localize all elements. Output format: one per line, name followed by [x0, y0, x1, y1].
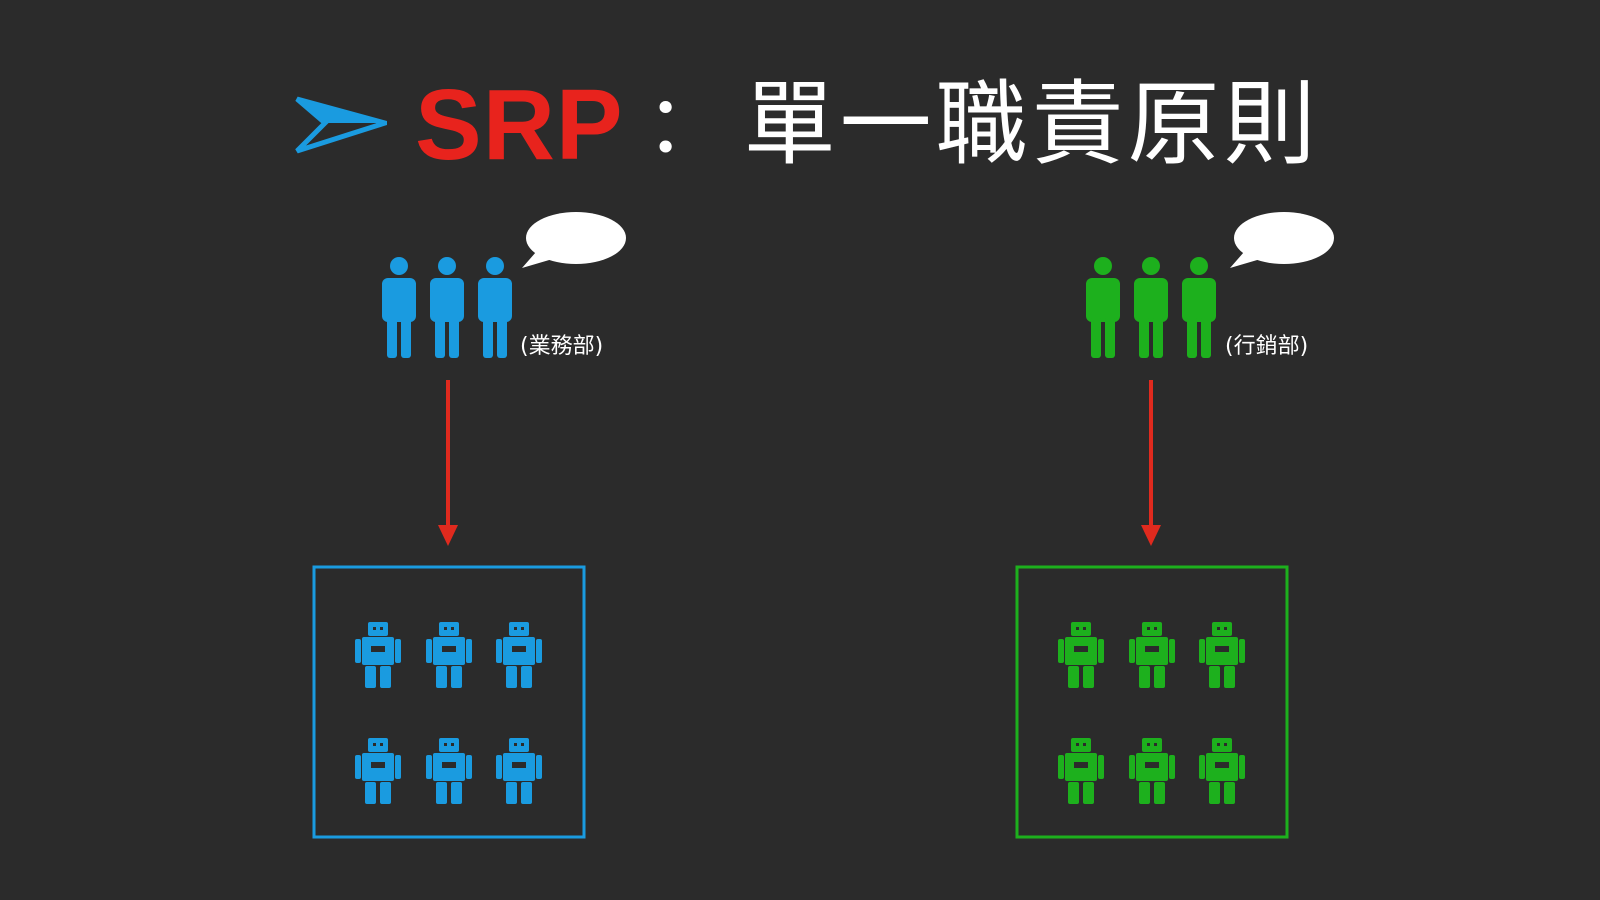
- paper-plane-arrow-icon: [295, 96, 387, 154]
- title-text: 單一職責原則: [743, 71, 1320, 178]
- robot-icon: [1129, 738, 1175, 804]
- robot-team-box-sales: [312, 565, 586, 839]
- dept-label-sales: (業務部): [520, 334, 604, 359]
- robot-icon: [1058, 738, 1104, 804]
- people-group-sales: [382, 257, 512, 358]
- down-arrow-marketing: [1141, 380, 1161, 546]
- robot-icon: [355, 622, 401, 688]
- robot-icon: [1199, 738, 1245, 804]
- speech-bubble-icon: [1230, 212, 1334, 268]
- robot-icon: [355, 738, 401, 804]
- person-icon: [478, 257, 512, 358]
- person-icon: [1086, 257, 1120, 358]
- down-arrow-sales: [438, 380, 458, 546]
- person-icon: [1134, 257, 1168, 358]
- robot-icon: [426, 622, 472, 688]
- robot-icon: [496, 738, 542, 804]
- robot-icon: [1129, 622, 1175, 688]
- person-icon: [430, 257, 464, 358]
- speech-bubble-icon: [522, 212, 626, 268]
- robot-team-marketing: [1058, 622, 1245, 804]
- robot-icon: [496, 622, 542, 688]
- slide-title: SRP ： 單一職責原則: [295, 70, 1320, 180]
- people-group-marketing: [1086, 257, 1216, 358]
- dept-label-marketing: (行銷部): [1225, 334, 1309, 359]
- robot-icon: [1058, 622, 1104, 688]
- robot-icon: [426, 738, 472, 804]
- robot-icon: [1199, 622, 1245, 688]
- robot-team-box-marketing: [1015, 565, 1289, 839]
- title-separator: ：: [645, 78, 726, 171]
- person-icon: [1182, 257, 1216, 358]
- robot-team-sales: [355, 622, 542, 804]
- title-acronym: SRP: [415, 69, 624, 181]
- person-icon: [382, 257, 416, 358]
